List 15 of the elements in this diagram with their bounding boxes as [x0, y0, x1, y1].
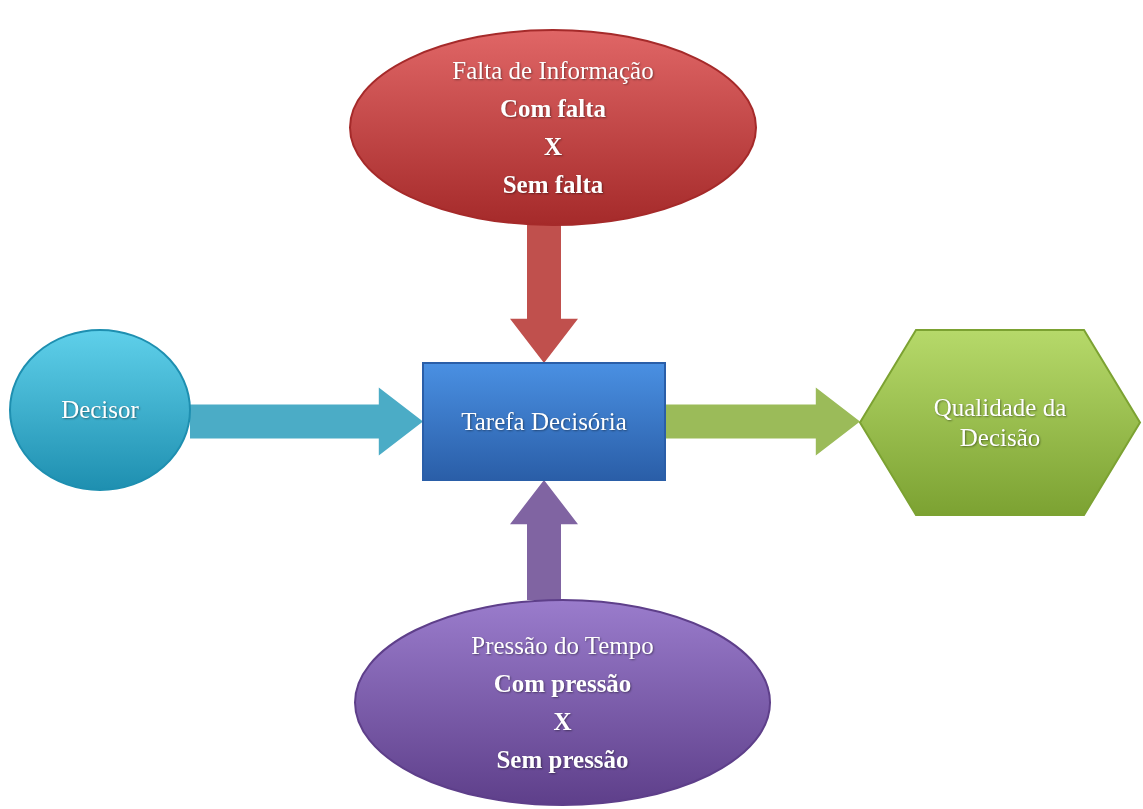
- block-arrow: [190, 387, 423, 456]
- block-arrow: [510, 480, 578, 600]
- node-label: Pressão do Tempo: [471, 630, 654, 661]
- node-text: X: [553, 706, 572, 737]
- node-label: Qualidade da Decisão: [932, 392, 1068, 453]
- node-label: Decisor: [61, 395, 139, 425]
- block-arrow: [510, 225, 578, 363]
- node-text: Sem pressão: [496, 744, 629, 775]
- node-text: X: [543, 131, 563, 162]
- node-label: Tarefa Decisória: [461, 406, 627, 437]
- node-label: Falta de Informação: [452, 55, 654, 86]
- block-arrow: [665, 387, 860, 456]
- node-text: Sem falta: [502, 169, 604, 200]
- node-text: Com falta: [499, 93, 607, 124]
- node-text: Com pressão: [493, 668, 632, 699]
